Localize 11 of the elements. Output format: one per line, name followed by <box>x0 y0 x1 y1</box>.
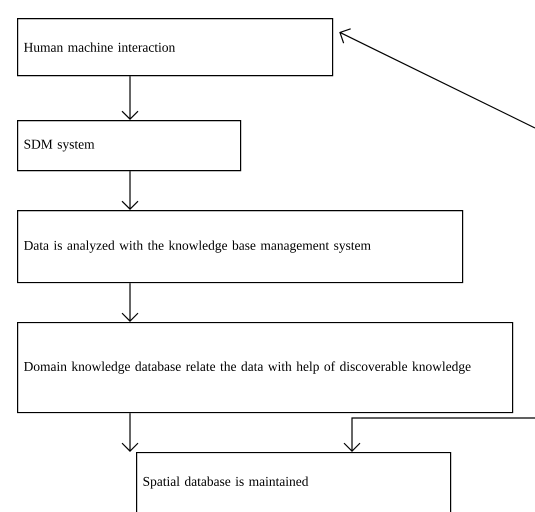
arrow <box>122 171 138 210</box>
arrow <box>122 283 138 322</box>
arrow <box>344 417 535 452</box>
process-box: Spatial database is maintained <box>136 452 452 512</box>
arrow <box>122 413 138 452</box>
process-box: Human machine interaction <box>17 18 334 76</box>
process-box: SDM system <box>17 120 242 172</box>
process-box: Domain knowledge database relate the data with help of discoverable knowledge <box>17 322 514 414</box>
process-box: Data is analyzed with the knowledge base management system <box>17 210 464 284</box>
arrow <box>122 76 138 120</box>
arrow <box>339 28 535 129</box>
